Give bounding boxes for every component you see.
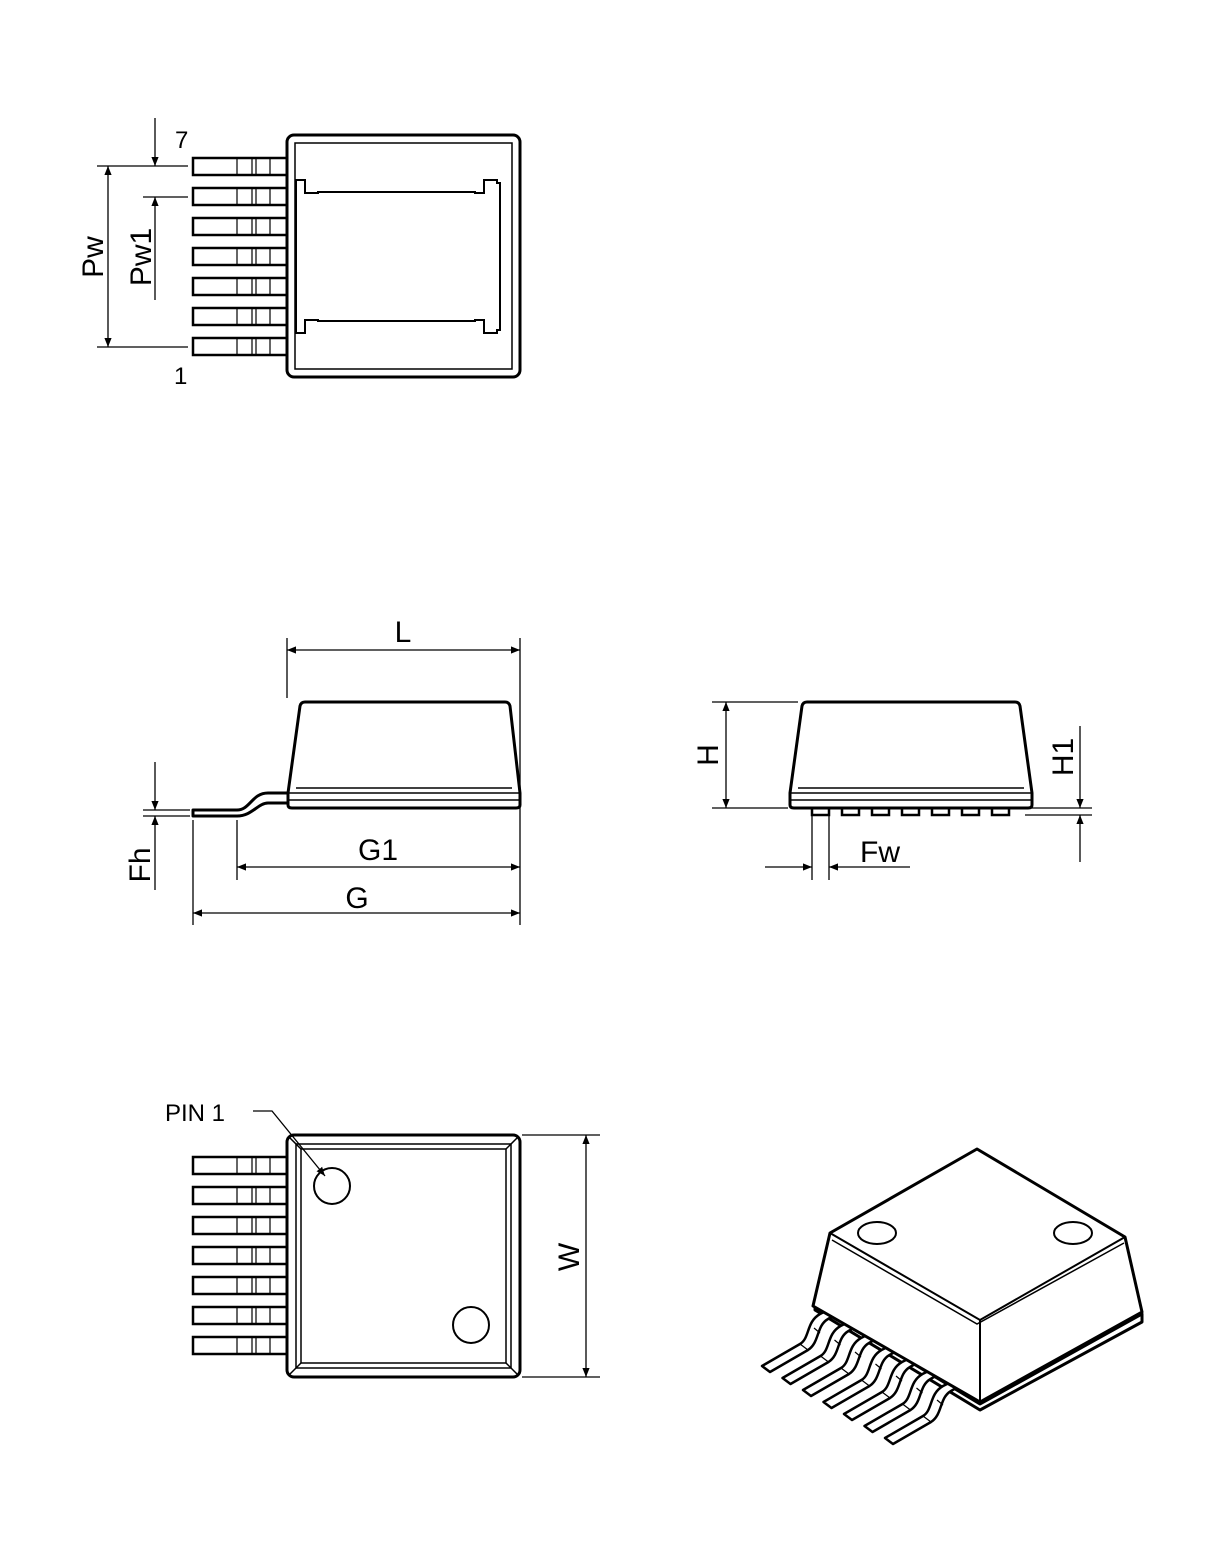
pin [191, 1215, 291, 1236]
top-view-internal-outline [295, 179, 501, 334]
fh-label: Fh [124, 847, 157, 882]
end-view: H H1 Fw [692, 700, 1092, 880]
bottom-view: PIN 1 W [165, 1100, 600, 1379]
w-label: W [553, 1242, 586, 1271]
pin [191, 1185, 291, 1206]
pin [191, 1155, 291, 1176]
pw1-label: Pw1 [125, 228, 158, 286]
side-view-body [286, 700, 522, 810]
pin [191, 186, 291, 207]
pin [191, 1245, 291, 1266]
pin1-leader [253, 1110, 326, 1177]
width-dimension [522, 1134, 600, 1378]
pin1-label: PIN 1 [165, 1100, 225, 1127]
pin [191, 306, 291, 327]
pin [191, 336, 291, 357]
top-view: 7 1 Pw Pw1 [77, 118, 522, 390]
h1-label: H1 [1047, 738, 1080, 776]
side-view-lead [191, 791, 292, 818]
h-label: H [692, 744, 725, 766]
iso-hole-left [857, 1221, 897, 1245]
iso-leads [760, 1306, 965, 1446]
pin1-marker-circle [313, 1167, 351, 1205]
bottom-view-bevel [300, 1148, 507, 1364]
iso-hole-right [1053, 1221, 1093, 1245]
l-label: L [395, 616, 412, 649]
pin [191, 1335, 291, 1356]
isometric-view [760, 1147, 1144, 1446]
pin [191, 1305, 291, 1326]
pin [191, 216, 291, 237]
top-view-pins [191, 156, 291, 357]
pw-label: Pw [77, 236, 110, 278]
g1-label: G1 [358, 834, 398, 867]
pitch-dimension [97, 118, 188, 348]
bottom-view-body [285, 1133, 522, 1379]
end-view-body [788, 700, 1034, 810]
pin [191, 276, 291, 297]
fw-label: Fw [860, 836, 900, 869]
side-dimensions [143, 638, 521, 925]
pin-1-label: 1 [174, 363, 187, 390]
g-label: G [345, 882, 368, 915]
top-view-body [285, 133, 522, 379]
pin-7-label: 7 [175, 127, 188, 154]
pin [191, 246, 291, 267]
pin [191, 1275, 291, 1296]
pin [191, 156, 291, 177]
locating-circle [452, 1306, 490, 1344]
iso-body [811, 1147, 1144, 1404]
end-dimensions [712, 701, 1092, 880]
side-view: L G1 G Fh [124, 616, 522, 925]
bottom-view-pins [191, 1155, 291, 1356]
